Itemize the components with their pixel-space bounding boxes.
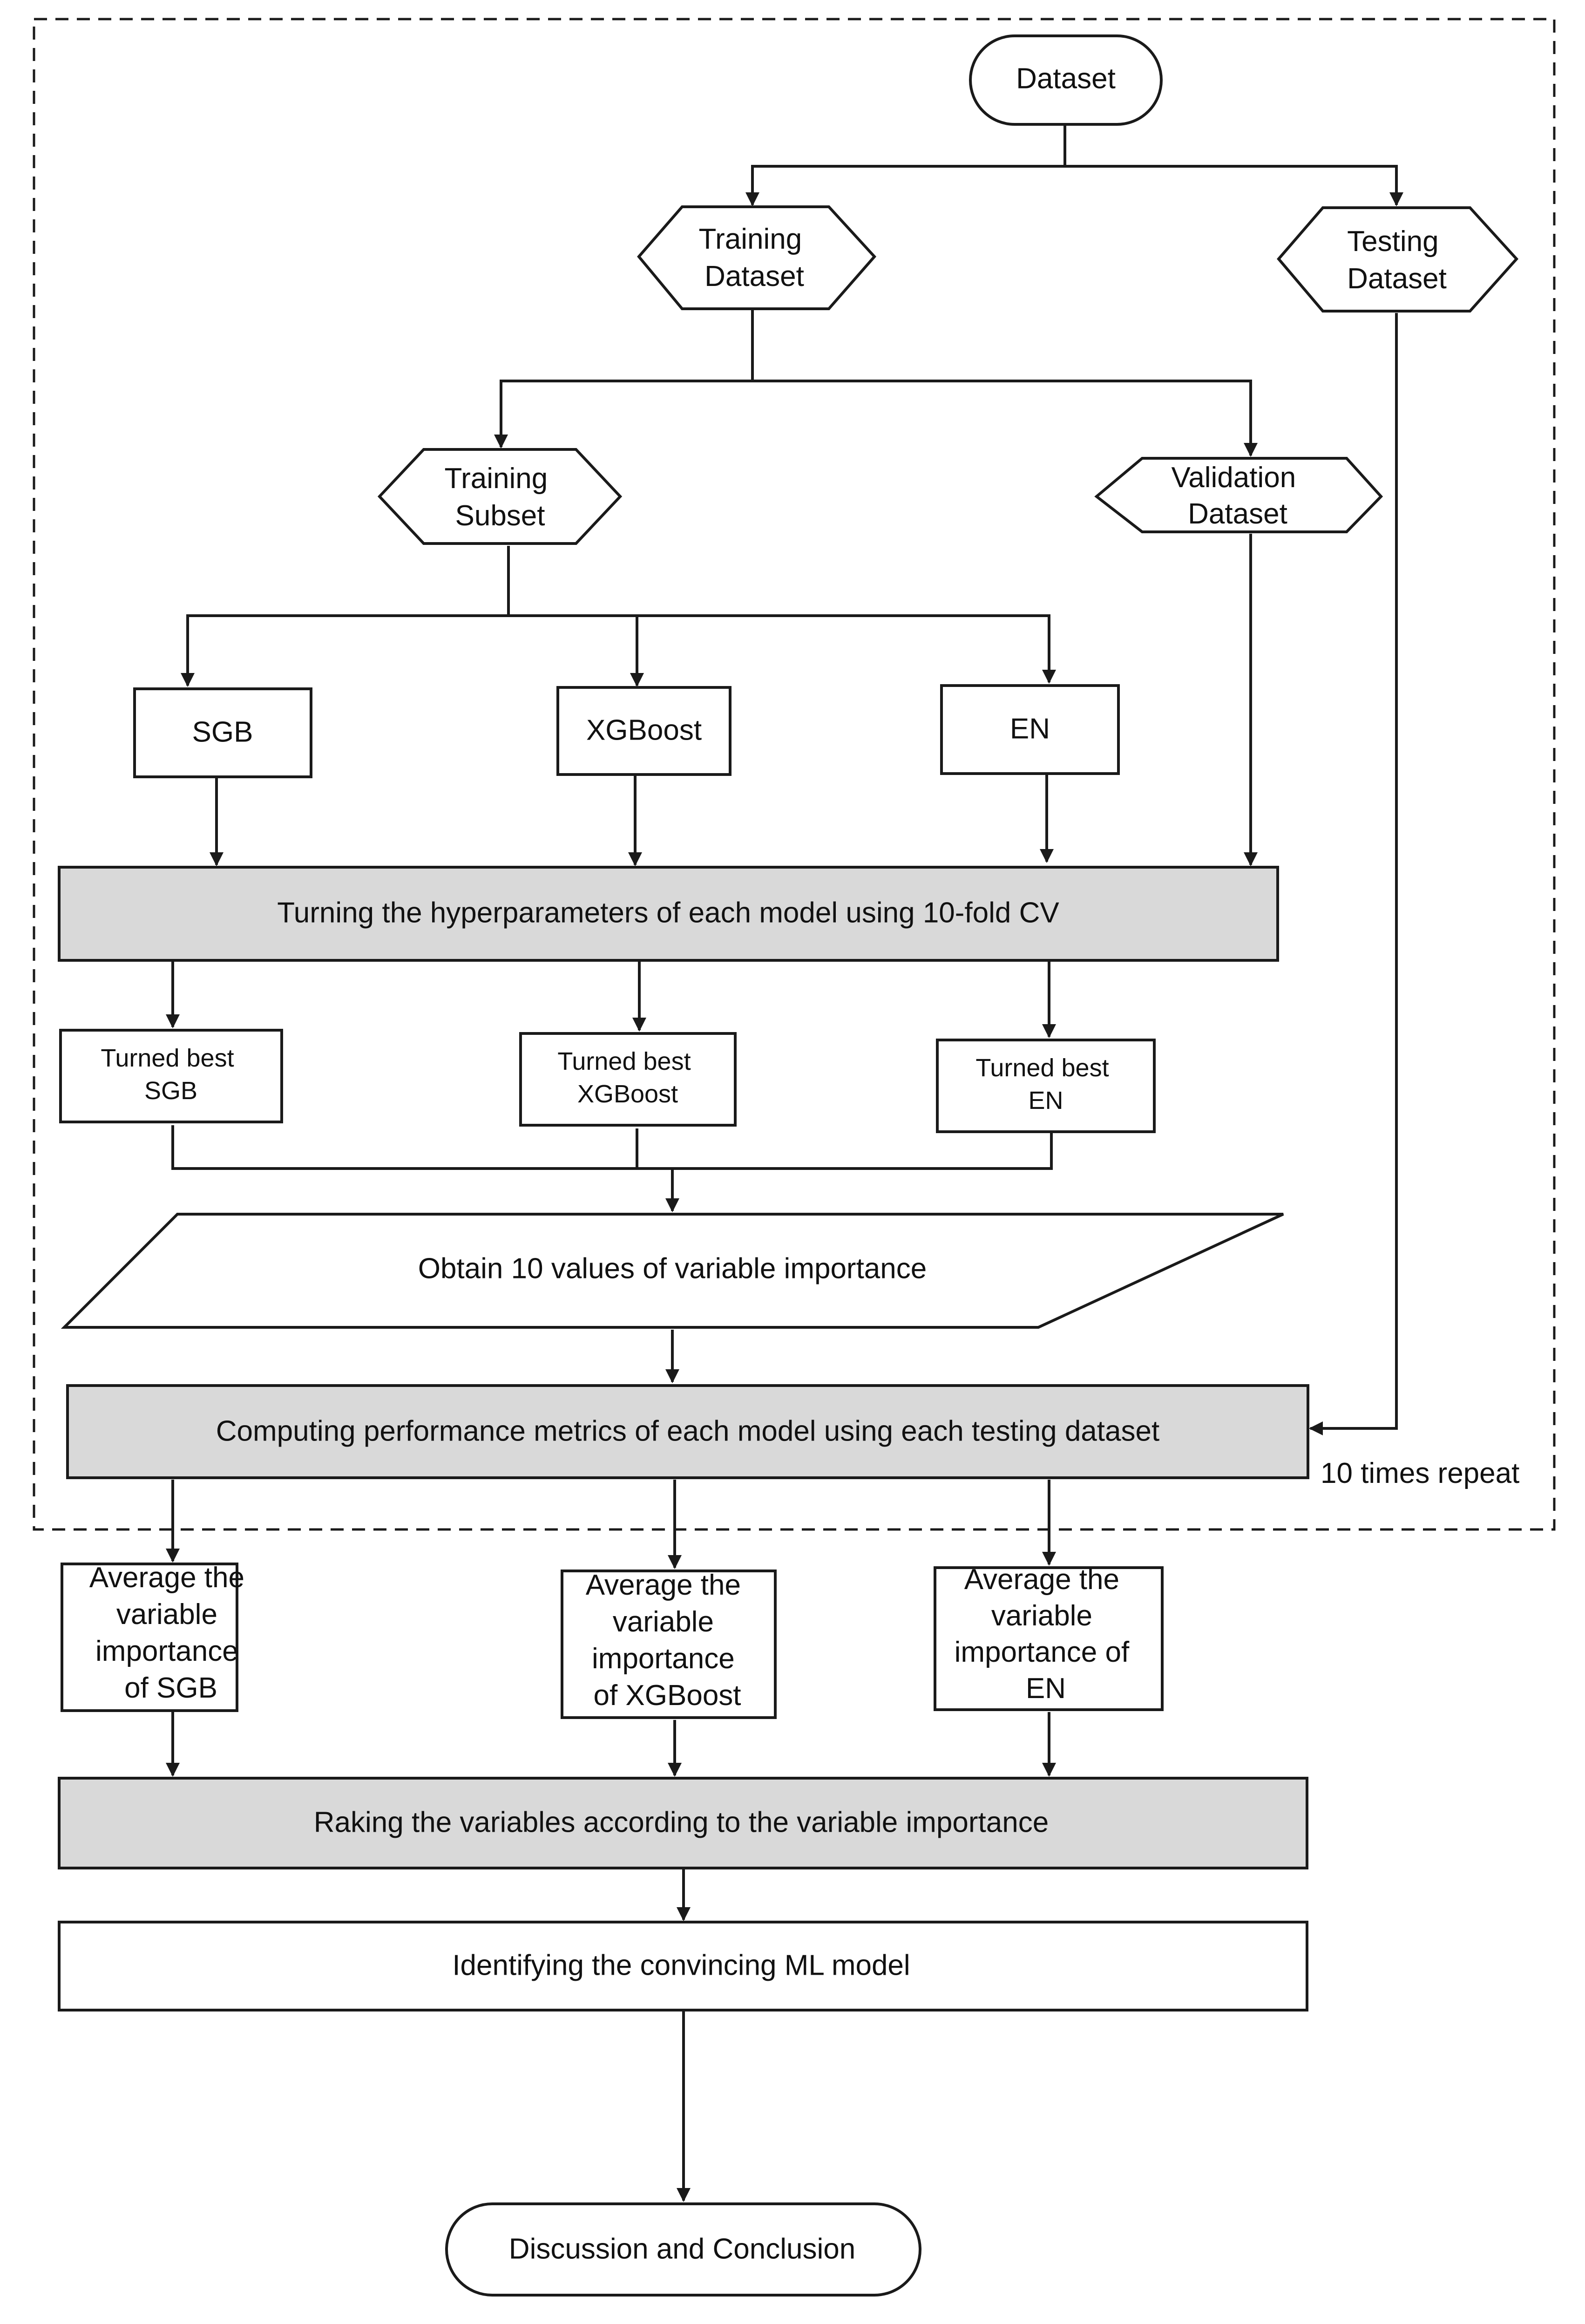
- node-testing-dataset-line-1: Testing: [1347, 225, 1438, 258]
- node-best-xgboost-line-2: XGBoost: [577, 1080, 678, 1108]
- node-best-sgb-line-1: Turned best: [101, 1044, 234, 1072]
- node-identifying: Identifying the convincing ML model: [58, 1921, 1308, 2011]
- node-avg-xgboost: Average the variable importance of XGBoo…: [561, 1569, 777, 1719]
- node-best-sgb-label: Turned best SGB: [101, 1044, 241, 1105]
- node-ranking-label: Raking the variables according to the va…: [314, 1806, 1049, 1838]
- node-testing-dataset-line-2: Dataset: [1347, 263, 1447, 295]
- node-avg-xgboost-line-3: importance: [592, 1643, 735, 1675]
- node-avg-xgboost-label: Average the variable importance of XGBoo…: [586, 1569, 749, 1712]
- node-best-xgboost-line-1: Turned best: [557, 1047, 691, 1075]
- node-obtain-label: Obtain 10 values of variable importance: [418, 1252, 927, 1284]
- node-training-dataset-line-2: Dataset: [704, 260, 804, 292]
- node-avg-en-label: Average the variable importance of EN: [955, 1563, 1138, 1705]
- node-avg-sgb-line-4: of SGB: [124, 1672, 217, 1704]
- node-avg-xgboost-line-1: Average the: [586, 1569, 741, 1601]
- node-conclusion-label: Discussion and Conclusion: [509, 2233, 855, 2265]
- node-avg-xgboost-line-4: of XGBoost: [593, 1679, 741, 1712]
- node-avg-en-line-1: Average the: [964, 1563, 1119, 1596]
- node-avg-sgb-line-2: variable: [116, 1598, 217, 1631]
- node-testing-dataset-label: Testing Dataset: [1347, 225, 1447, 295]
- node-avg-sgb: Average the variable importance of SGB: [61, 1562, 252, 1712]
- node-xgboost-label: XGBoost: [586, 714, 702, 746]
- node-en: EN: [940, 684, 1120, 775]
- node-avg-sgb-line-3: importance: [95, 1635, 238, 1667]
- node-dataset: Dataset: [969, 34, 1163, 126]
- node-avg-sgb-line-1: Average the: [89, 1562, 244, 1594]
- node-best-en-line-2: EN: [1028, 1087, 1063, 1114]
- edge-subset-split: [181, 546, 510, 687]
- node-best-sgb: Turned best SGB: [59, 1029, 283, 1123]
- node-best-xgboost-label: Turned best XGBoost: [557, 1047, 698, 1108]
- node-avg-sgb-label: Average the variable importance of SGB: [89, 1562, 252, 1704]
- node-avg-en-line-2: variable: [991, 1600, 1092, 1632]
- node-computing: Computing performance metrics of each mo…: [66, 1384, 1309, 1479]
- node-avg-xgboost-line-2: variable: [613, 1606, 714, 1638]
- node-training-dataset-line-1: Training: [699, 223, 802, 255]
- node-validation-dataset-line-1: Validation: [1172, 462, 1296, 494]
- node-best-en-label: Turned best EN: [975, 1054, 1116, 1114]
- node-sgb-label: SGB: [192, 716, 253, 748]
- node-avg-en-line-3: importance of: [955, 1636, 1130, 1668]
- repeat-label: 10 times repeat: [1321, 1457, 1519, 1489]
- node-training-subset: Training Subset: [377, 448, 623, 545]
- node-training-subset-line-1: Training: [445, 462, 548, 495]
- node-identifying-label: Identifying the convincing ML model: [452, 1949, 910, 1981]
- node-training-dataset-label: Training Dataset: [699, 223, 810, 292]
- node-obtain: Obtain 10 values of variable importance: [61, 1213, 1284, 1329]
- node-training-subset-line-2: Subset: [455, 500, 545, 532]
- repeat-loop-region: [33, 18, 1556, 1531]
- edge-subset-to-en: [508, 614, 1056, 684]
- edge-training-to-validation: [752, 380, 1258, 457]
- node-sgb: SGB: [133, 687, 312, 778]
- node-tuning: Turning the hyperparameters of each mode…: [58, 866, 1279, 962]
- node-avg-en: Average the variable importance of EN: [934, 1563, 1164, 1711]
- node-best-sgb-line-2: SGB: [144, 1077, 197, 1105]
- node-training-dataset: Training Dataset: [637, 205, 877, 310]
- node-validation-dataset-line-2: Dataset: [1188, 498, 1287, 530]
- edge-best-en-merge: [672, 1133, 1053, 1170]
- node-dataset-label: Dataset: [1016, 62, 1116, 95]
- node-en-label: EN: [1010, 713, 1050, 745]
- edge-training-to-subset: [494, 310, 754, 448]
- node-training-subset-label: Training Subset: [445, 462, 556, 532]
- node-best-xgboost: Turned best XGBoost: [519, 1032, 737, 1127]
- node-avg-en-line-4: EN: [1026, 1672, 1066, 1705]
- node-computing-label: Computing performance metrics of each mo…: [216, 1415, 1159, 1447]
- node-validation-dataset: Validation Dataset: [1094, 457, 1383, 533]
- connectors: [166, 125, 1403, 2202]
- edge-dataset-to-testing: [1065, 165, 1403, 206]
- node-xgboost: XGBoost: [556, 686, 732, 776]
- edge-testing-to-computing: [1309, 313, 1398, 1435]
- edge-best-sgb-merge: [171, 1125, 679, 1212]
- node-ranking: Raking the variables according to the va…: [58, 1777, 1308, 1869]
- node-best-en: Turned best EN: [936, 1039, 1156, 1133]
- node-conclusion: Discussion and Conclusion: [445, 2202, 921, 2297]
- node-validation-dataset-label: Validation Dataset: [1172, 462, 1304, 530]
- node-best-en-line-1: Turned best: [975, 1054, 1109, 1082]
- edge-dataset-split: [745, 125, 1066, 206]
- node-tuning-label: Turning the hyperparameters of each mode…: [277, 897, 1059, 929]
- node-testing-dataset: Testing Dataset: [1277, 206, 1519, 313]
